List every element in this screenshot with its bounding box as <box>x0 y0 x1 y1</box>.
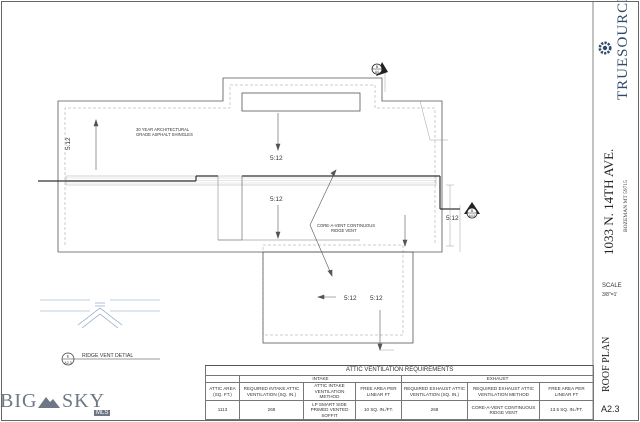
section-marker-top-letter: B <box>376 65 379 69</box>
watermark-big: BIG <box>0 390 38 412</box>
company-gear-icon <box>598 41 612 55</box>
title-block: TRUESOURCE 1033 N. 14TH AVE. BOZEMAN MT … <box>593 0 640 422</box>
project-address: 1033 N. 14TH AVE. <box>601 148 616 255</box>
projection-lines <box>217 176 360 241</box>
table-cell: LP SMART SIDE PRIMED VENTED SOFFIT <box>303 400 356 420</box>
table-intake-group: INTAKE <box>239 375 402 383</box>
table-cell: 1113 <box>205 400 240 420</box>
table-header-row: ATTIC AREA (SQ. FT.) REQUIRED INTAKE ATT… <box>205 381 595 402</box>
big-sky-mls-watermark: BIG SKY MLS <box>0 390 120 422</box>
pitch-label: 5:12 <box>370 295 383 302</box>
table-exhaust-group: EXHAUST <box>400 375 595 383</box>
table-header: ATTIC AREA (SQ. FT.) <box>205 381 240 402</box>
watermark-sky: SKY <box>62 390 106 412</box>
pitch-label: 5:12 <box>270 196 283 203</box>
table-cell: 10 SQ. IN./FT. <box>355 400 402 420</box>
attic-ventilation-table: ATTIC VENTILATION REQUIREMENTS INTAKE EX… <box>204 365 595 420</box>
pitch-arrows <box>93 113 408 351</box>
watermark-mls-badge: MLS <box>94 410 111 416</box>
project-city: BOZEMAN MT 59715 <box>623 180 629 232</box>
detail-marker: E A2.3 RIDGE VENT DETIAL <box>61 352 160 366</box>
pitch-label: 5:12 <box>344 295 357 302</box>
mountain-icon <box>38 397 60 408</box>
table-title: ATTIC VENTILATION REQUIREMENTS <box>204 365 595 376</box>
section-marker-top-sheet: A4 <box>375 70 379 74</box>
company-name: TRUESOURCE <box>615 0 631 100</box>
scale-value: 3/8"=1' <box>602 292 618 298</box>
shingle-note-line2: GRADE ASPHALT SHINGLES <box>136 132 193 137</box>
table-row: 1113 268 LP SMART SIDE PRIMED VENTED SOF… <box>205 400 595 420</box>
section-marker-top: B A4 <box>371 62 388 76</box>
table-header: REQUIRED EXHAUST ATTIC VENTILATION METHO… <box>467 381 540 402</box>
roof-outline <box>57 77 443 344</box>
detail-marker-sheet: A2.3 <box>64 361 71 365</box>
pitch-label: 5:12 <box>65 137 72 150</box>
table-header: FREE AREA PER LINEAR FT <box>538 381 595 402</box>
detail-marker-letter: E <box>67 354 70 359</box>
detail-title: RIDGE VENT DETIAL <box>82 353 133 359</box>
table-cell: 268 <box>401 400 468 420</box>
table-cell: 13.5 SQ. IN./FT. <box>538 400 595 420</box>
table-blank-cell <box>205 375 240 383</box>
ridge-vent-detail <box>40 299 160 329</box>
dimension-marks <box>380 72 461 351</box>
table-header: ATTIC INTAKE VENTILATION METHOD <box>303 381 356 402</box>
table-cell: 268 <box>239 400 304 420</box>
table-header: FREE AREA PER LINEAR FT <box>355 381 402 402</box>
scale-label: SCALE <box>602 283 622 289</box>
sheet-title: ROOF PLAN <box>601 336 612 392</box>
section-marker-right-sheet: A4.5 <box>469 214 476 218</box>
pitch-label: 5:12 <box>446 215 459 222</box>
shingle-note-line1: 30 YEAR ARCHITECTURAL <box>136 127 190 132</box>
section-marker-right: B A4.5 <box>464 202 480 219</box>
table-header: REQUIRED EXHAUST ATTIC VENTILATION (SQ. … <box>401 381 468 402</box>
table-header: REQUIRED INTAKE ATTIC VENTILATION (SQ. I… <box>239 381 304 402</box>
sheet-number: A2.3 <box>601 404 620 414</box>
table-cell: CORE-A-VENT CONTINUOUS RIDGE VENT <box>467 400 540 420</box>
ridge-note-line1: CORE-A-VENT CONTINUOUS <box>317 223 375 228</box>
ridge-section <box>38 175 460 210</box>
pitch-label: 5:12 <box>270 155 283 162</box>
ridge-note-line2: RIDGE VENT <box>331 228 357 233</box>
section-marker-right-letter: B <box>471 209 474 213</box>
